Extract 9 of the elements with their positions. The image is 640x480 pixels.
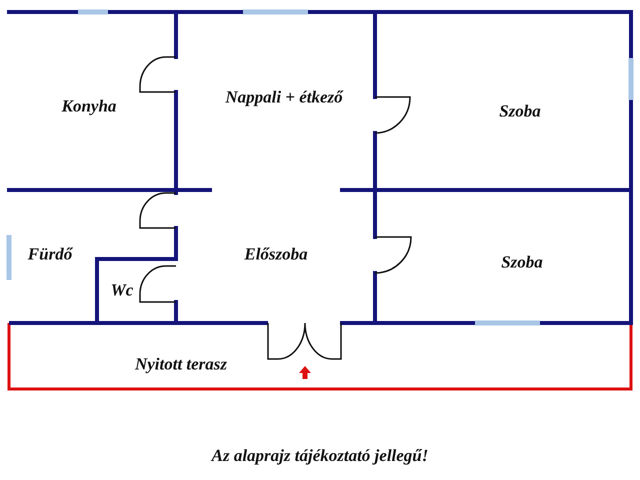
room-label: Wc	[110, 282, 134, 298]
caption: Az alaprajz tájékoztató jellegű!	[212, 446, 428, 466]
room-label: Szoba	[501, 254, 543, 270]
room-label: Konyha	[62, 98, 116, 114]
room-label: Fürdő	[28, 246, 72, 262]
room-label: Nappali + étkező	[225, 88, 343, 106]
room-label: Szoba	[499, 102, 541, 120]
room-label: Előszoba	[244, 246, 308, 262]
room-label: Nyitott terasz	[134, 356, 228, 372]
